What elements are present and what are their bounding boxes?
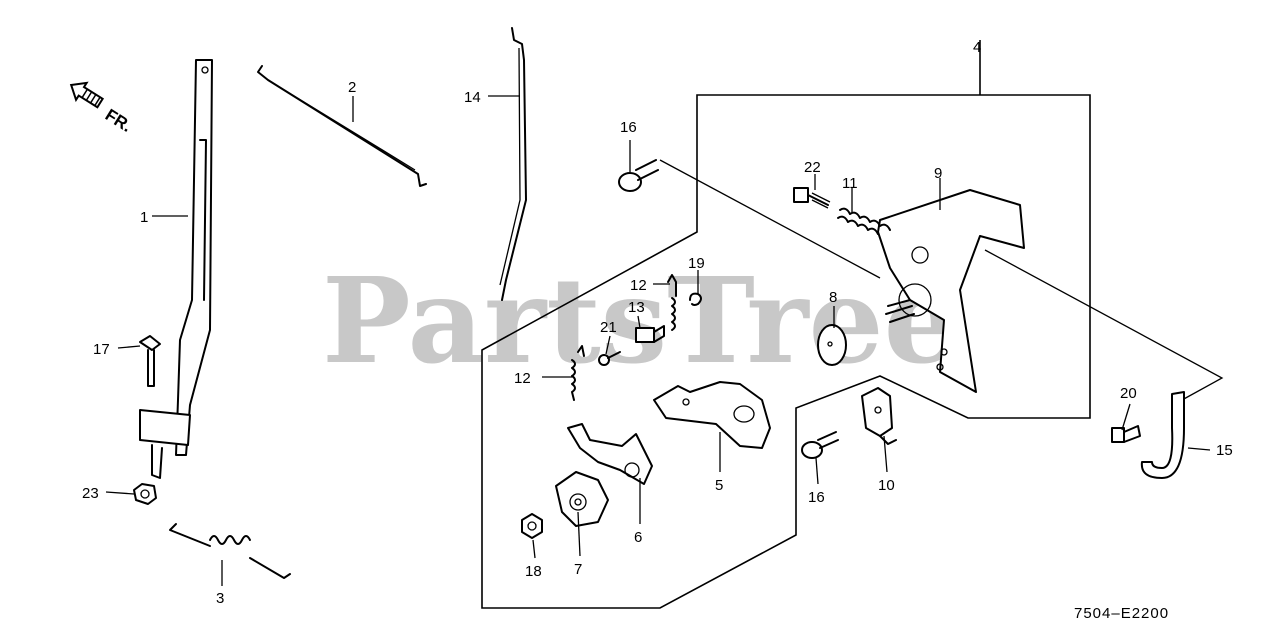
part-12-spring-lower[interactable] [571, 345, 585, 401]
callout-22: 22 [804, 159, 821, 176]
callout-16-lower: 16 [808, 489, 825, 506]
part-8-washer[interactable] [817, 324, 847, 366]
callout-11: 11 [842, 175, 858, 192]
part-3-spring[interactable] [169, 523, 291, 579]
callout-12-lower: 12 [514, 370, 531, 387]
callout-4: 4 [973, 39, 981, 56]
callout-14: 14 [464, 89, 481, 106]
front-direction-label: FR. [102, 105, 135, 136]
callout-16-upper: 16 [620, 119, 637, 136]
part-17-pin[interactable] [139, 335, 161, 387]
part-14-rod[interactable] [499, 27, 527, 301]
part-21-screw[interactable] [598, 351, 621, 366]
part-22-bolt[interactable] [793, 187, 831, 209]
watermark-text: PartsTree [322, 251, 959, 390]
part-10-bracket[interactable] [861, 387, 897, 445]
watermark: PartsTree TM [322, 251, 959, 390]
callout-17: 17 [93, 341, 110, 358]
callout-6: 6 [634, 529, 642, 546]
part-19-clip[interactable] [689, 292, 702, 306]
callout-13: 13 [628, 299, 645, 316]
leader-lines [105, 95, 1211, 586]
diagram-code: 7504–E2200 [1074, 605, 1169, 622]
part-12-spring-upper[interactable] [667, 274, 677, 331]
callout-1: 1 [140, 209, 148, 226]
part-4-assembly-outline [481, 94, 1091, 609]
callout-3: 3 [216, 590, 224, 607]
part-9-plate[interactable] [877, 189, 1025, 393]
callout-10: 10 [878, 477, 895, 494]
callout-20: 20 [1120, 385, 1137, 402]
part-16-bolt-upper[interactable] [618, 159, 659, 192]
callout-9: 9 [934, 165, 942, 182]
part-16-bolt-lower[interactable] [801, 431, 839, 459]
part-13-nut[interactable] [635, 325, 665, 343]
callout-19: 19 [688, 255, 705, 272]
callout-15: 15 [1216, 442, 1233, 459]
callout-2: 2 [348, 79, 356, 96]
part-15-clamp[interactable] [1140, 391, 1185, 479]
callout-5: 5 [715, 477, 723, 494]
callout-21: 21 [600, 319, 617, 336]
part-11-spring[interactable] [837, 207, 891, 235]
part-20-bolt[interactable] [1111, 425, 1141, 443]
part-18-nut[interactable] [521, 513, 543, 539]
callout-8: 8 [829, 289, 837, 306]
callout-7: 7 [574, 561, 582, 578]
part-7-plate[interactable] [555, 471, 609, 527]
callout-18: 18 [525, 563, 542, 580]
callout-labels: 1 2 3 4 5 6 7 8 9 10 11 12 12 13 14 15 1… [82, 39, 1233, 607]
part-2-rod[interactable] [257, 65, 427, 187]
front-direction-arrow: FR. [69, 81, 135, 136]
part-23-nut[interactable] [133, 483, 157, 505]
part-6-lever[interactable] [567, 423, 653, 485]
callout-12-upper: 12 [630, 277, 647, 294]
callout-23: 23 [82, 485, 99, 502]
part-1-control-lever[interactable] [139, 59, 213, 479]
part-5-lever[interactable] [653, 381, 771, 449]
